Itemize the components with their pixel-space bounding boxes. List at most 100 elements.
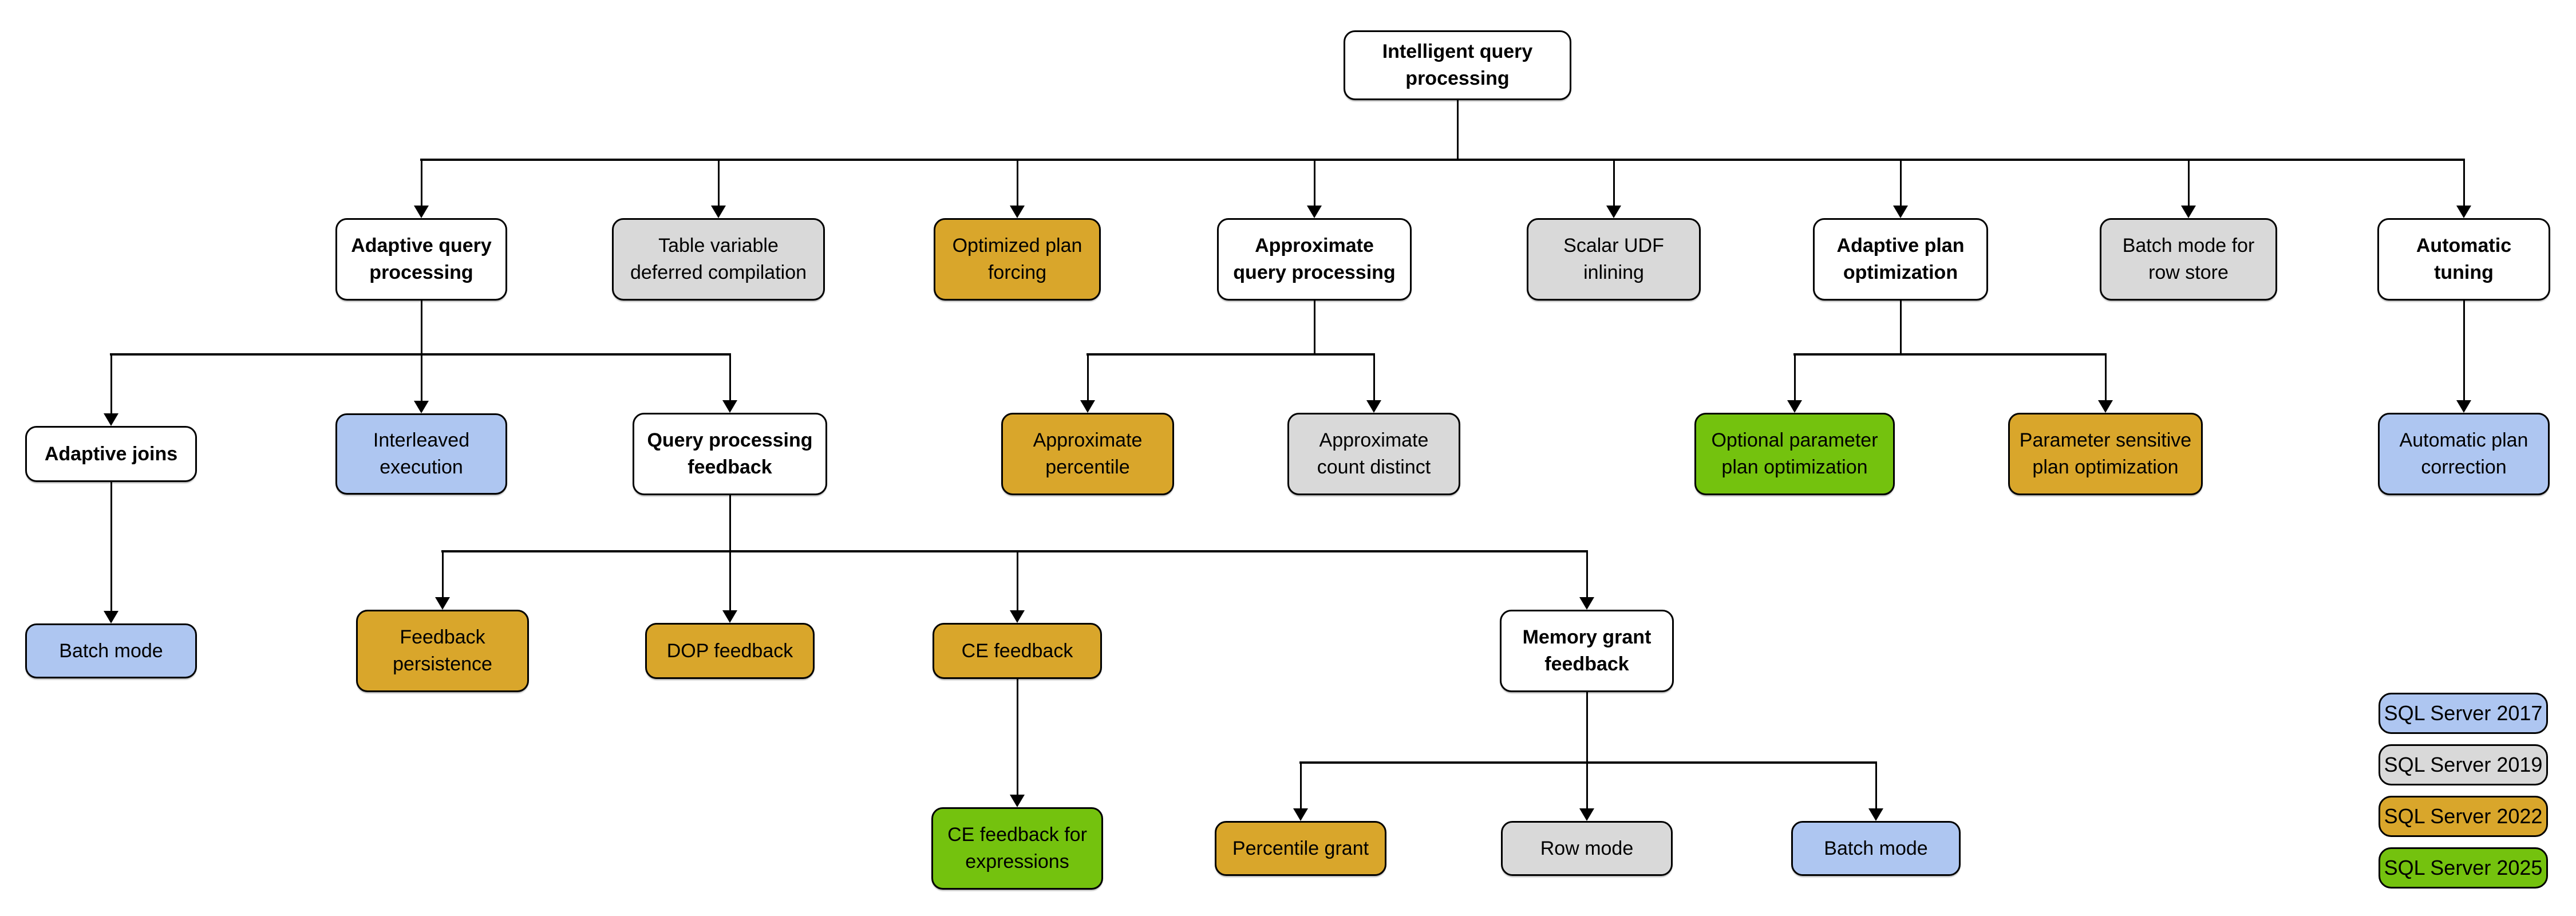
connector-vline xyxy=(1313,160,1315,209)
connector-vline xyxy=(1299,763,1302,812)
tree-node-label: Interleaved execution xyxy=(373,427,469,481)
legend-item-sql-server-2017: SQL Server 2017 xyxy=(2379,693,2548,734)
connector-arrowhead xyxy=(1293,808,1308,821)
node-label-line: processing xyxy=(1405,68,1510,89)
tree-node-label: Row mode xyxy=(1540,835,1634,862)
connector-vline xyxy=(1899,160,1902,209)
node-query-processing-feedback: Query processing feedback xyxy=(633,413,827,495)
node-label-line: percentile xyxy=(1045,456,1130,478)
connector-arrowhead xyxy=(2181,206,2196,218)
node-label-line: Adaptive joins xyxy=(44,443,178,465)
tree-node-label: Memory grant feedback xyxy=(1523,624,1652,678)
tree-node-label: Batch mode xyxy=(59,638,163,665)
connector-vline xyxy=(1313,301,1315,354)
tree-node-label: CE feedback for expressions xyxy=(947,822,1087,875)
connector-arrowhead xyxy=(1010,795,1025,807)
node-label-line: execution xyxy=(380,456,463,478)
connector-arrowhead xyxy=(1010,206,1025,218)
node-ce-feedback: CE feedback xyxy=(933,623,1102,679)
node-adaptive-joins: Adaptive joins xyxy=(25,426,197,482)
node-label-line: CE feedback for xyxy=(947,824,1087,846)
node-label-line: feedback xyxy=(688,456,772,478)
node-row-mode: Row mode xyxy=(1501,821,1673,876)
node-label-line: processing xyxy=(369,262,473,283)
node-label-line: plan optimization xyxy=(2032,456,2179,478)
connector-vline xyxy=(441,551,444,601)
connector-arrowhead xyxy=(711,206,726,218)
node-root: Intelligent query processing xyxy=(1344,30,1571,100)
node-label-line: CE feedback xyxy=(961,639,1073,662)
tree-node-label: Table variable deferred compilation xyxy=(630,232,807,286)
legend-item-label: SQL Server 2019 xyxy=(2384,753,2543,776)
node-memory-grant-feedback: Memory grant feedback xyxy=(1500,610,1674,692)
node-table-variable-deferred-compilation: Table variable deferred compilation xyxy=(612,218,825,301)
node-label-line: deferred compilation xyxy=(630,262,807,283)
node-label-line: persistence xyxy=(393,653,492,675)
connector-arrowhead xyxy=(1010,610,1025,623)
legend-item-sql-server-2025: SQL Server 2025 xyxy=(2379,847,2548,889)
node-label-line: expressions xyxy=(965,851,1069,872)
node-label-line: Query processing xyxy=(647,429,813,451)
connector-vline xyxy=(2104,354,2107,404)
legend-item-label: SQL Server 2025 xyxy=(2384,856,2543,879)
connector-vline xyxy=(1613,160,1615,209)
connector-arrowhead xyxy=(1787,400,1802,413)
connector-vline xyxy=(1586,763,1588,812)
tree-node-label: Batch mode xyxy=(1824,835,1927,862)
node-label-line: Parameter sensitive xyxy=(2019,429,2192,451)
node-percentile-grant: Percentile grant xyxy=(1215,821,1386,876)
node-label-line: correction xyxy=(2421,456,2507,478)
connector-arrowhead xyxy=(1307,206,1322,218)
node-label-line: Intelligent query xyxy=(1382,41,1533,62)
node-label-line: Optimized plan xyxy=(952,235,1082,256)
connector-vline xyxy=(729,354,731,404)
node-ce-feedback-for-expressions: CE feedback for expressions xyxy=(931,807,1103,890)
connector-arrowhead xyxy=(414,206,429,218)
connector-arrowhead xyxy=(722,400,737,413)
node-dop-feedback: DOP feedback xyxy=(645,623,815,679)
connector-arrowhead xyxy=(104,413,118,426)
connector-arrowhead xyxy=(414,401,429,413)
connector-hline xyxy=(420,159,2465,161)
node-label-line: Automatic xyxy=(2416,235,2512,256)
connector-vline xyxy=(2463,160,2465,209)
connector-vline xyxy=(729,551,731,614)
connector-vline xyxy=(110,354,112,417)
legend-item-sql-server-2019: SQL Server 2019 xyxy=(2379,744,2548,785)
node-batch-mode-adaptive-joins: Batch mode xyxy=(25,623,197,678)
node-label-line: query processing xyxy=(1233,262,1396,283)
tree-node-label: Intelligent query processing xyxy=(1382,38,1533,92)
node-label-line: Batch mode for xyxy=(2122,235,2255,256)
tree-node-label: Parameter sensitive plan optimization xyxy=(2020,427,2191,481)
tree-node-label: Percentile grant xyxy=(1232,835,1369,862)
connector-vline xyxy=(420,160,422,209)
node-label-line: plan optimization xyxy=(1721,456,1868,478)
connector-vline xyxy=(420,301,422,354)
connector-arrowhead xyxy=(1893,206,1908,218)
connector-vline xyxy=(1016,679,1018,798)
node-label-line: feedback xyxy=(1544,653,1629,675)
node-label-line: Interleaved xyxy=(373,429,470,451)
connector-vline xyxy=(1586,551,1588,601)
node-label-line: Table variable xyxy=(658,235,779,256)
node-label-line: Memory grant xyxy=(1522,626,1652,648)
node-batch-mode-for-row-store: Batch mode for row store xyxy=(2100,218,2277,301)
node-label-line: Scalar UDF xyxy=(1563,235,1664,256)
connector-vline xyxy=(1875,763,1877,812)
connector-arrowhead xyxy=(1579,597,1594,610)
node-label-line: row store xyxy=(2148,262,2229,283)
connector-vline xyxy=(1456,100,1459,160)
connector-vline xyxy=(729,495,731,551)
